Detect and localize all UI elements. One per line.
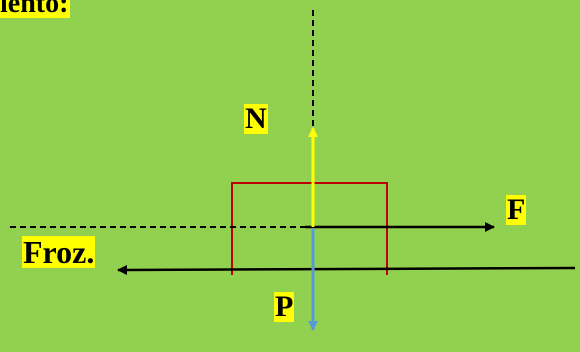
friction-label: Froz. [22, 234, 96, 270]
block-outline [231, 182, 388, 275]
applied-force-label: F [506, 193, 527, 226]
weight-label: P [274, 290, 295, 323]
heading-fragment: iento: [0, 0, 71, 18]
friction-arrow [117, 264, 576, 275]
normal-force-label: N [244, 102, 268, 135]
